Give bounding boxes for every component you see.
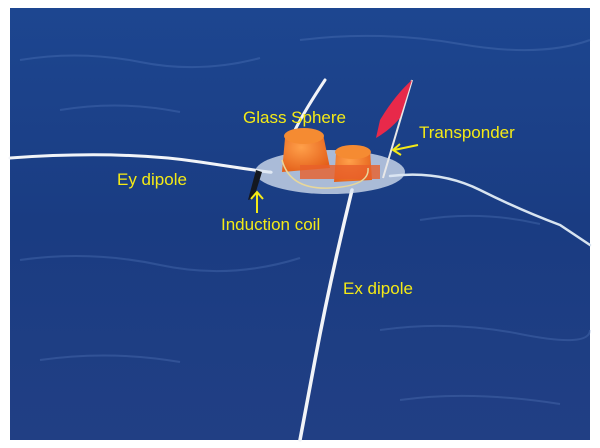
- ex-dipole-rope-top: [293, 78, 327, 132]
- induction-coil: [248, 170, 262, 200]
- flag-pole: [382, 79, 413, 179]
- sea-background: [10, 8, 590, 440]
- flag: [376, 80, 412, 138]
- waves: [19, 34, 591, 405]
- right-rope: [388, 173, 592, 247]
- float-line: [281, 159, 369, 189]
- glass-sphere-label: Glass Sphere: [243, 108, 346, 127]
- glass-sphere-buoys: [282, 128, 380, 182]
- transponder-arrow-icon: [391, 143, 419, 156]
- induction-coil-label: Induction coil: [221, 215, 321, 234]
- ey-dipole-label: Ey dipole: [117, 170, 187, 189]
- ex-dipole-rope: [298, 188, 354, 442]
- ex-dipole-label: Ex dipole: [343, 279, 413, 298]
- induction-coil-arrow-icon: [250, 190, 264, 213]
- arrows: [250, 143, 419, 213]
- transponder-label: Transponder: [419, 123, 515, 142]
